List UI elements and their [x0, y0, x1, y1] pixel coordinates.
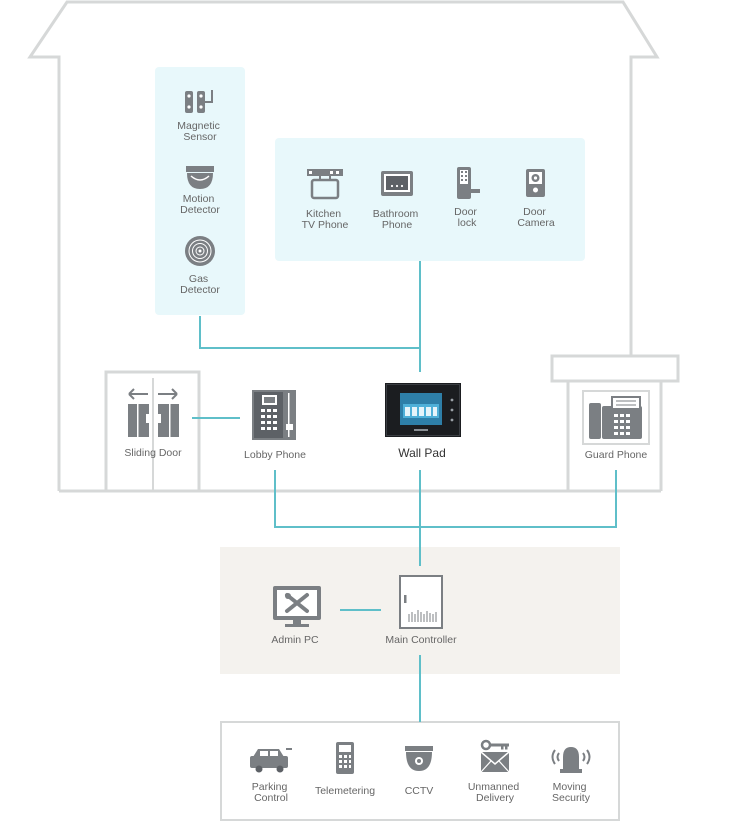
main-controller-icon [399, 575, 443, 629]
sliding-door-icon [128, 388, 179, 437]
moving-security-label: Moving Security [552, 781, 591, 804]
unmanned-delivery-icon [480, 739, 510, 773]
moving-security-icon [551, 747, 591, 773]
lobby-phone-label: Lobby Phone [244, 449, 306, 461]
connection-lines [192, 261, 617, 722]
gas-detector-label: Gas Detector [180, 273, 220, 296]
house-outline [27, 0, 660, 491]
sliding-door-label: Sliding Door [124, 447, 182, 459]
cctv-label: CCTV [405, 785, 434, 797]
cctv-icon [405, 746, 433, 771]
motion-detector-icon [186, 166, 214, 189]
motion-detector-label: Motion Detector [180, 193, 220, 216]
sliding-door-frame [104, 370, 201, 491]
devices-panel [275, 138, 585, 261]
gas-detector-icon [185, 236, 215, 266]
wall-pad-device [385, 383, 461, 437]
door-lock-icon [457, 167, 480, 199]
magnetic-sensor-icon [185, 90, 213, 113]
main-controller-label: Main Controller [385, 634, 457, 646]
parking-control-label: Parking Control [252, 781, 291, 804]
telemetering-label: Telemetering [315, 785, 375, 797]
parking-control-icon [250, 748, 292, 773]
door-camera-icon [526, 169, 545, 197]
sensor-panel [155, 67, 245, 315]
bathroom-phone-icon [381, 171, 413, 196]
door-camera-label: Door Camera [517, 206, 555, 229]
wire-lobby-guard-bus [274, 470, 617, 528]
guard-house-frame [550, 354, 680, 493]
door-lock-label: Door lock [454, 206, 480, 229]
guard-phone-label: Guard Phone [585, 449, 648, 461]
guard-phone-icon [582, 390, 650, 445]
telemetering-icon [336, 742, 354, 774]
kitchen-tv-phone-icon [307, 169, 343, 200]
admin-pc-icon [273, 586, 321, 627]
admin-pc-label: Admin PC [271, 634, 319, 646]
wall-pad-label: Wall Pad [398, 446, 446, 460]
wire-sensors-to-wallpad [199, 316, 420, 349]
lobby-phone-icon [252, 390, 296, 440]
magnetic-sensor-label: Magnetic Sensor [177, 120, 223, 143]
unmanned-delivery-label: Unmanned Delivery [468, 781, 522, 804]
kitchen-tv-phone-label: Kitchen TV Phone [302, 208, 349, 231]
bathroom-phone-label: Bathroom Phone [373, 208, 421, 231]
